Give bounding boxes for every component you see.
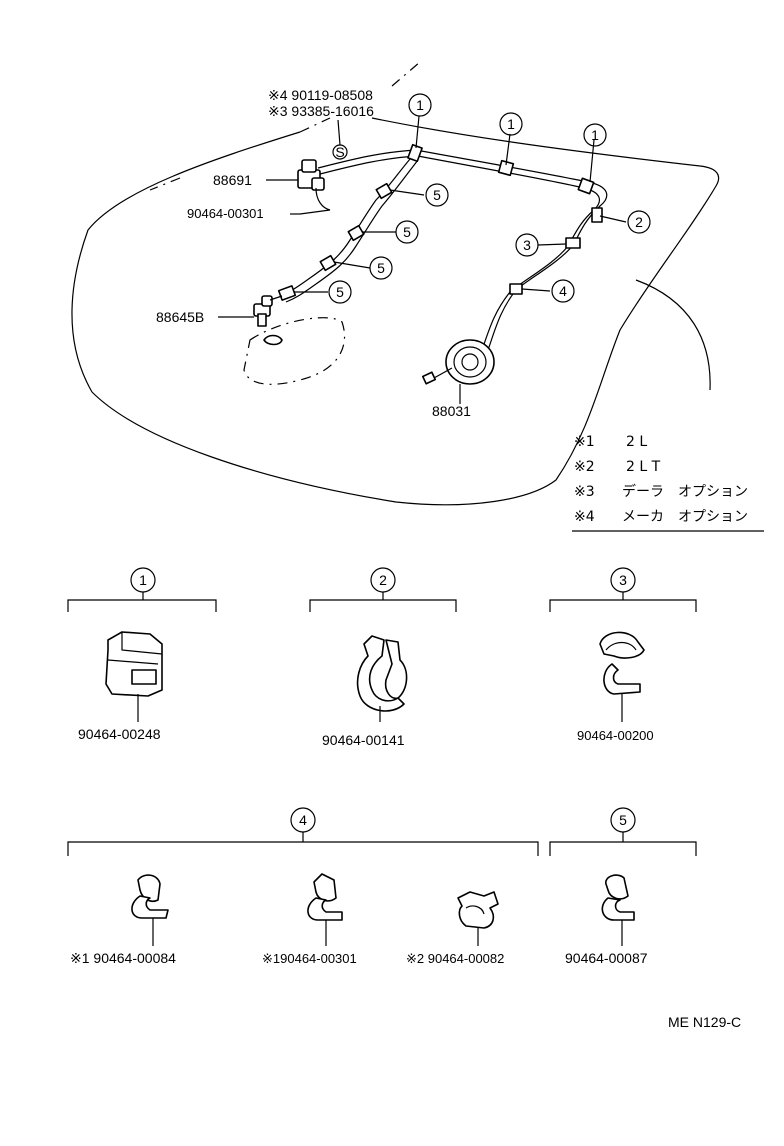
svg-text:1: 1 xyxy=(416,97,424,113)
label-p4-note: ※4 90119-08508 xyxy=(268,87,373,103)
svg-text:5: 5 xyxy=(433,187,441,203)
label-88031: 88031 xyxy=(432,403,471,419)
svg-text:4: 4 xyxy=(559,283,567,299)
svg-text:3: 3 xyxy=(523,237,531,253)
svg-text:※1: ※1 xyxy=(574,434,595,450)
clip-4b-part: ※190464-00301 xyxy=(262,951,357,966)
label-88645b: 88645B xyxy=(156,309,204,325)
svg-text:1: 1 xyxy=(591,127,599,143)
svg-text:3: 3 xyxy=(619,572,627,588)
hose-clips-inline xyxy=(277,143,603,301)
svg-text:S: S xyxy=(335,144,344,160)
clip-group-1: 1 xyxy=(67,567,217,722)
label-88691: 88691 xyxy=(213,172,252,188)
clip-2-part: 90464-00141 xyxy=(322,732,405,748)
svg-text:2 L T: 2 L T xyxy=(626,459,661,475)
vacuum-switch-88691 xyxy=(297,159,331,215)
clip-group-4: 4 xyxy=(67,807,539,946)
svg-text:5: 5 xyxy=(403,224,411,240)
svg-text:※4: ※4 xyxy=(574,509,595,525)
clip-3-part: 90464-00200 xyxy=(577,728,654,743)
label-90464-00301: 90464-00301 xyxy=(187,206,264,221)
vacuum-hose-routing xyxy=(279,149,608,351)
svg-text:5: 5 xyxy=(336,284,344,300)
svg-text:1: 1 xyxy=(507,116,515,132)
legend: ※1 2 L ※2 2 L T ※3 デーラ オプション ※4 メーカ オプショ… xyxy=(572,434,764,532)
svg-text:※2: ※2 xyxy=(574,459,595,475)
clip-4a-part: ※1 90464-00084 xyxy=(70,950,176,966)
svg-text:デーラ オプション: デーラ オプション xyxy=(622,483,748,500)
clip-group-2: 2 xyxy=(309,567,457,722)
figure-code: ME N129-C xyxy=(668,1014,741,1030)
svg-text:2: 2 xyxy=(379,572,387,588)
clip-5-part: 90464-00087 xyxy=(565,950,648,966)
svg-text:5: 5 xyxy=(619,812,627,828)
clip-1-part: 90464-00248 xyxy=(78,726,161,742)
svg-text:2 L: 2 L xyxy=(626,434,647,450)
s-mark: S xyxy=(332,119,348,160)
svg-text:※3: ※3 xyxy=(574,484,595,500)
leader-lines-top xyxy=(218,115,627,318)
clip-4c-part: ※2 90464-00082 xyxy=(406,951,504,966)
valve-88645b xyxy=(253,295,283,346)
callouts-top: 1 1 1 5 5 5 5 2 3 4 xyxy=(328,93,651,304)
clip-group-3: 3 xyxy=(549,567,697,722)
brake-booster-88031 xyxy=(421,339,495,404)
svg-text:1: 1 xyxy=(139,572,147,588)
svg-text:4: 4 xyxy=(299,812,307,828)
svg-text:メーカ オプション: メーカ オプション xyxy=(622,509,748,525)
label-p3-note: ※3 93385-16016 xyxy=(268,103,374,119)
engine-compartment-outline xyxy=(71,61,720,506)
clip-group-5: 5 xyxy=(549,807,697,946)
svg-text:2: 2 xyxy=(635,214,643,230)
svg-text:5: 5 xyxy=(377,260,385,276)
